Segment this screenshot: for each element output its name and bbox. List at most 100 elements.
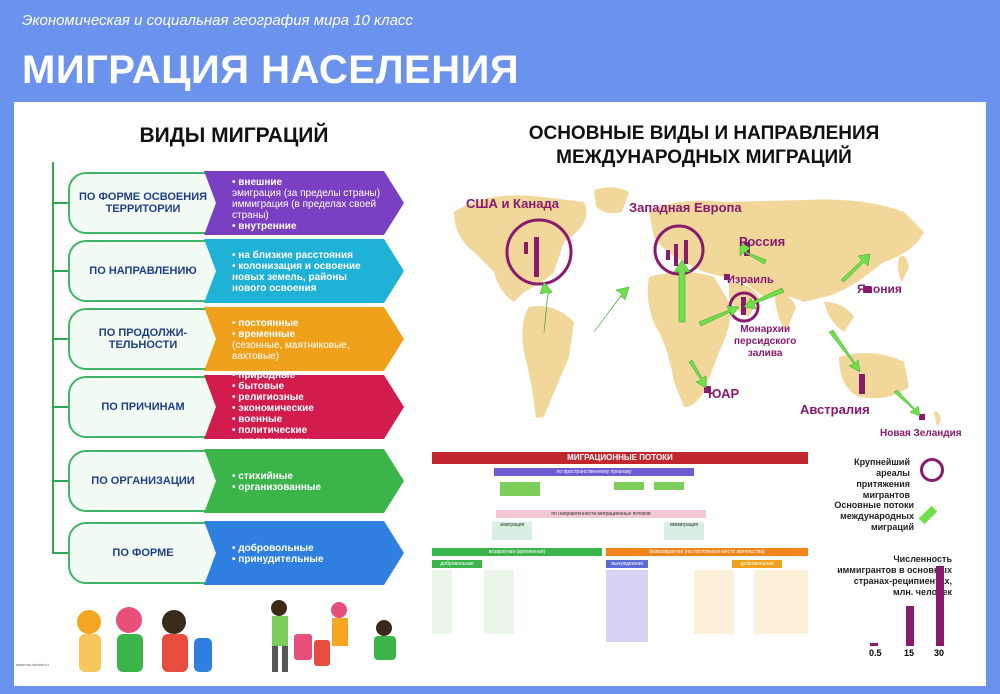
category-item: эмиграция (за пределы страны) <box>232 187 381 199</box>
flows-returnable: возвратная (временная) <box>432 548 602 556</box>
poster-panel: ВИДЫ МИГРАЦИЙ ОСНОВНЫЕ ВИДЫ И НАПРАВЛЕНИ… <box>14 102 986 686</box>
india <box>774 292 796 332</box>
japan-marker <box>864 286 871 293</box>
flows-col-right-2 <box>754 570 808 634</box>
category-label: ПО НАПРАВЛЕНИЮ <box>68 240 218 302</box>
legend-circles: Крупнейший ареалы притяжения мигрантов <box>854 457 910 500</box>
category-item: иммиграция (в пределах своей страны) <box>232 198 377 221</box>
legend-bar <box>906 606 914 646</box>
category-item: нового освоения <box>232 283 317 294</box>
flows-col-right-1 <box>694 570 734 634</box>
category-item: • политические <box>232 424 308 436</box>
category-item: • военные <box>232 413 283 425</box>
tree-branch <box>52 338 68 340</box>
tree-branch <box>52 480 68 482</box>
japan-land <box>898 255 909 282</box>
arrow-to-nz <box>893 389 921 417</box>
tree-branch <box>52 406 68 408</box>
migration-arrows <box>539 241 921 417</box>
world-map <box>454 187 941 427</box>
category-item: • экологические <box>232 435 311 447</box>
gulf-bar <box>741 297 746 315</box>
legend-bar-chart <box>870 566 944 646</box>
label-gulf-3: залива <box>747 348 783 359</box>
south-america <box>522 306 574 418</box>
flows-voluntary-2: добровольная <box>732 560 782 568</box>
tree-branch <box>52 552 68 554</box>
category-item: • внутренние <box>232 220 297 232</box>
types-title: ВИДЫ МИГРАЦИЙ <box>139 124 329 147</box>
category-item: • постоянные <box>232 318 299 329</box>
sa-marker <box>704 386 711 393</box>
arrow-africa-to-usa <box>593 286 630 333</box>
legend-circle-symbol <box>920 458 944 482</box>
eu-bar-1 <box>666 250 670 260</box>
israel-bar <box>724 274 730 280</box>
flows-voluntary: добровольная <box>432 560 482 568</box>
directions-title-line2: МЕЖДУНАРОДНЫХ МИГРАЦИЙ <box>556 147 852 168</box>
arrow-to-japan <box>840 253 871 283</box>
category-items: • добровольные• принудительные <box>204 521 404 585</box>
category-item: • добровольные <box>232 543 314 554</box>
nz-land <box>934 411 941 427</box>
arrow-africa-to-europe <box>673 259 691 323</box>
category-label: ПО ФОРМЕ <box>68 522 218 584</box>
flows-box-3 <box>654 482 684 490</box>
arrow-africa-to-gulf <box>698 305 740 327</box>
category-item: (сезонные, маятниковые, <box>232 340 350 351</box>
legend-value-3: 30 <box>934 648 945 658</box>
category-item: • внешние <box>232 176 283 188</box>
flows-by-space: по пространственному признаку <box>494 468 694 476</box>
category-items: • постоянные• временные(сезонные, маятни… <box>204 307 404 371</box>
label-usa: США и Канада <box>466 196 559 211</box>
tree-trunk <box>52 162 54 554</box>
category-item: • религиозные <box>232 391 304 403</box>
category-item: вахтовые) <box>232 351 280 362</box>
eu-bar-2 <box>674 244 678 266</box>
flows-col-forced <box>606 570 648 642</box>
label-sa: ЮАР <box>708 386 740 401</box>
label-gulf-2: персидского <box>734 336 797 347</box>
category-item: • бытовые <box>232 380 285 392</box>
label-russia: Россия <box>739 234 786 249</box>
north-america <box>454 195 587 302</box>
flows-title: МИГРАЦИОННЫЕ ПОТОКИ <box>432 452 808 464</box>
flows-immigration: иммиграция <box>664 522 704 540</box>
legend-bars: Численность иммигрантов в основных стран… <box>837 554 952 597</box>
category-label: ПО ПРОДОЛЖИ-ТЕЛЬНОСТИ <box>68 308 218 370</box>
legend-arrows: Основные потоки международных миграций <box>834 500 914 532</box>
legend-value-2: 15 <box>904 648 915 658</box>
category-items: • на близкие расстояния• колонизация и о… <box>204 239 404 303</box>
category-item: • временные <box>232 329 296 340</box>
australia-bar <box>859 374 865 394</box>
legend-arrow-symbol <box>918 505 938 525</box>
flows-by-direction: по направленности миграционных потоков <box>496 510 706 518</box>
category-label: ПО ОРГАНИЗАЦИИ <box>68 450 218 512</box>
label-gulf: Монархии персидского залива <box>734 324 796 360</box>
usa-attraction-circle <box>505 218 573 286</box>
category-label: ПО ПРИЧИНАМ <box>68 376 218 438</box>
flows-forced: вынужденная <box>606 560 648 568</box>
category-items: • стихийные• организованные <box>204 449 404 513</box>
category-item: • принудительные <box>232 554 324 565</box>
label-europe: Западная Европа <box>629 200 742 215</box>
directions-title: ОСНОВНЫЕ ВИДЫ И НАПРАВЛЕНИЯ МЕЖДУНАРОДНЫ… <box>494 122 914 170</box>
flows-box-2 <box>614 482 644 490</box>
label-nz: Новая Зеландия <box>880 428 962 439</box>
category-item: новых земель, районы <box>232 272 347 283</box>
africa <box>647 272 731 407</box>
arrow-asia-to-australia <box>828 329 861 373</box>
logo: www.rus-school.ru <box>16 662 49 667</box>
usa-bar-1 <box>524 242 528 254</box>
category-label: ПО ФОРМЕ ОСВОЕНИЯ ТЕРРИТОРИИ <box>68 172 218 234</box>
people-illustration-left <box>69 602 229 672</box>
page-title: МИГРАЦИЯ НАСЕЛЕНИЯ <box>22 48 520 92</box>
label-israel: Израиль <box>727 274 774 286</box>
flows-nonreturn: безвозвратная (на постоянное место жител… <box>606 548 808 556</box>
flows-col-left <box>432 570 452 634</box>
category-item: • природные <box>232 369 296 381</box>
directions-title-line1: ОСНОВНЫЕ ВИДЫ И НАПРАВЛЕНИЯ <box>528 123 880 144</box>
category-item: • на близкие расстояния <box>232 250 353 261</box>
flows-box-1 <box>500 482 540 496</box>
category-item: • колонизация и освоение <box>232 261 361 272</box>
